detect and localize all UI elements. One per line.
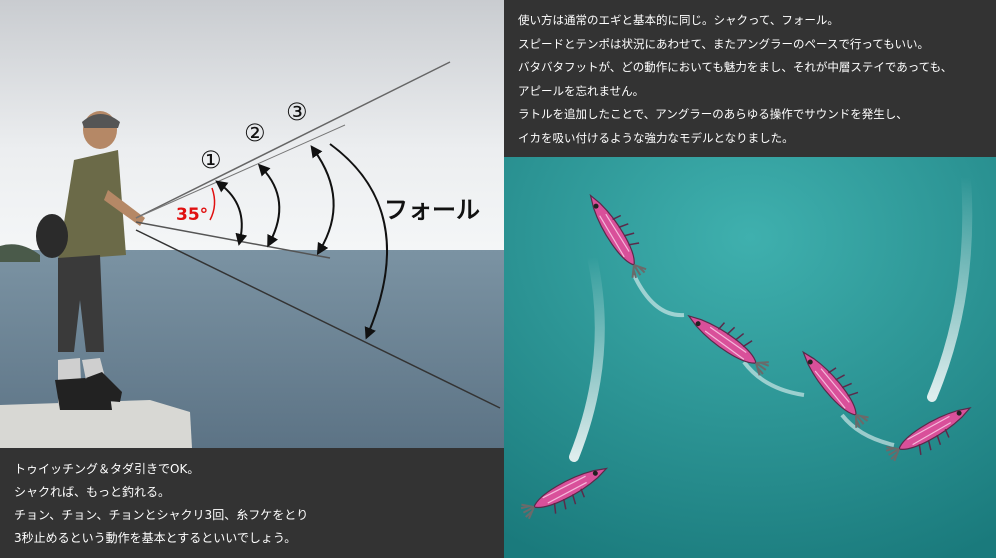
fall-label: フォール (384, 196, 480, 224)
step-label-2: ② (244, 119, 266, 147)
left-caption: トゥイッチング＆タダ引きでOK。 シャクれば、もっと釣れる。 チョン、チョン、チ… (0, 448, 504, 558)
breakwater (0, 400, 192, 448)
underwater-scene (504, 157, 996, 558)
angle-label: 35° (176, 205, 208, 225)
right-caption-line: スピードとテンポは状況にあわせて、またアングラーのペースで行ってもいい。 (518, 36, 930, 51)
right-caption-line: アピールを忘れません。 (518, 83, 645, 98)
right-caption-line: イカを吸い付けるような強力なモデルとなりました。 (518, 130, 794, 145)
fishing-photo: 35° ① ② ③ フォール (0, 0, 504, 448)
right-caption-line: バタバタフットが、どの動作においても魅力をまし、それが中層ステイであっても、 (518, 60, 953, 74)
left-caption-line: トゥイッチング＆タダ引きでOK。 (14, 462, 200, 476)
left-caption-line: シャクれば、もっと釣れる。 (14, 485, 171, 499)
left-caption-line: チョン、チョン、チョンとシャクリ3回、糸フケをとり (14, 508, 309, 522)
fishing-illustration: 35° ① ② ③ フォール (0, 0, 504, 448)
distant-island (0, 244, 40, 262)
right-caption-line: 使い方は通常のエギと基本的に同じ。シャクって、フォール。 (518, 13, 839, 27)
step-label-3: ③ (286, 98, 308, 126)
right-caption-line: ラトルを追加したことで、アングラーのあらゆる操作でサウンドを発生し、 (518, 107, 908, 121)
motion-trails (569, 172, 973, 462)
jerk-arrows (209, 143, 389, 340)
angler (36, 111, 145, 410)
right-caption: 使い方は通常のエギと基本的に同じ。シャクって、フォール。 スピードとテンポは状況… (504, 0, 996, 157)
egi-motion-illustration (504, 157, 996, 558)
left-caption-line: 3秒止めるという動作を基本とするといいでしょう。 (14, 531, 297, 545)
step-label-1: ① (200, 146, 222, 174)
